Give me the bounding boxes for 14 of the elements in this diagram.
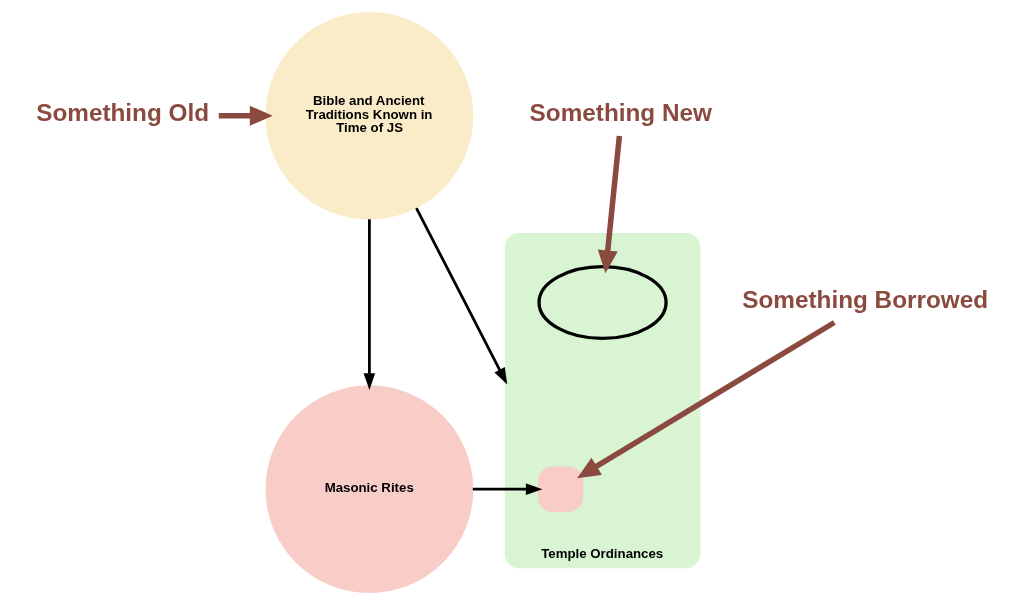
node-text: Something New xyxy=(529,98,712,126)
node-circle: Masonic Rites xyxy=(265,385,473,594)
node-box xyxy=(537,466,583,512)
arrow xyxy=(472,483,542,496)
node-circle: Bible and Ancient Traditions Known in Time of JS xyxy=(265,11,473,220)
node-text: Something Old xyxy=(35,98,209,126)
arrow xyxy=(218,105,273,126)
arrow xyxy=(576,320,836,479)
arrow xyxy=(597,135,622,274)
arrow xyxy=(363,219,375,390)
cluster: Temple Ordinances xyxy=(504,232,700,569)
arrow xyxy=(414,207,507,385)
node-text: Something Borrowed xyxy=(741,285,988,313)
node-ellipse xyxy=(536,264,668,341)
